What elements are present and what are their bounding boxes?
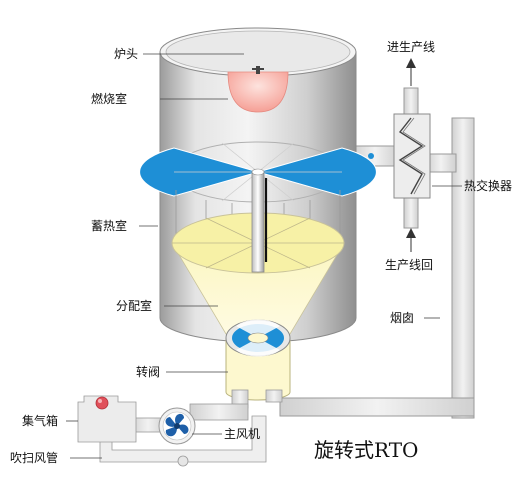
arrow-up-icon xyxy=(406,228,416,238)
leader-lines xyxy=(66,53,462,459)
arrow-up-icon xyxy=(406,58,416,68)
label-main-fan: 主风机 xyxy=(224,427,261,441)
diagram-title: 旋转式RTO xyxy=(314,438,419,462)
purge-damper xyxy=(177,455,189,467)
label-gas-collection-box: 集气箱 xyxy=(22,414,59,428)
label-heat-exchanger: 热交换器 xyxy=(464,179,513,193)
heat-exchanger xyxy=(393,113,431,199)
sensor-dot xyxy=(368,153,374,159)
label-distribution-chamber: 分配室 xyxy=(116,299,153,313)
rotor-shaft xyxy=(251,171,265,273)
label-combustion-chamber: 燃烧室 xyxy=(91,92,128,106)
label-chimney: 烟囱 xyxy=(390,311,415,325)
rotary-valve xyxy=(225,319,291,401)
burner xyxy=(227,66,289,113)
chimney-duct xyxy=(279,117,475,419)
label-to-production-line: 进生产线 xyxy=(387,40,436,54)
label-furnace-head: 炉头 xyxy=(114,47,139,61)
bottom-ducts xyxy=(99,389,283,467)
label-return-production-line: 生产线回 xyxy=(385,258,434,272)
gas-collection-box xyxy=(77,395,137,443)
indicator-light-icon xyxy=(95,396,109,410)
main-fan xyxy=(158,407,196,445)
label-rotary-valve: 转阀 xyxy=(136,365,161,379)
label-purge-duct: 吹扫风管 xyxy=(10,451,59,465)
label-regenerator-chamber: 蓄热室 xyxy=(91,219,128,233)
fan-icon xyxy=(175,413,184,426)
